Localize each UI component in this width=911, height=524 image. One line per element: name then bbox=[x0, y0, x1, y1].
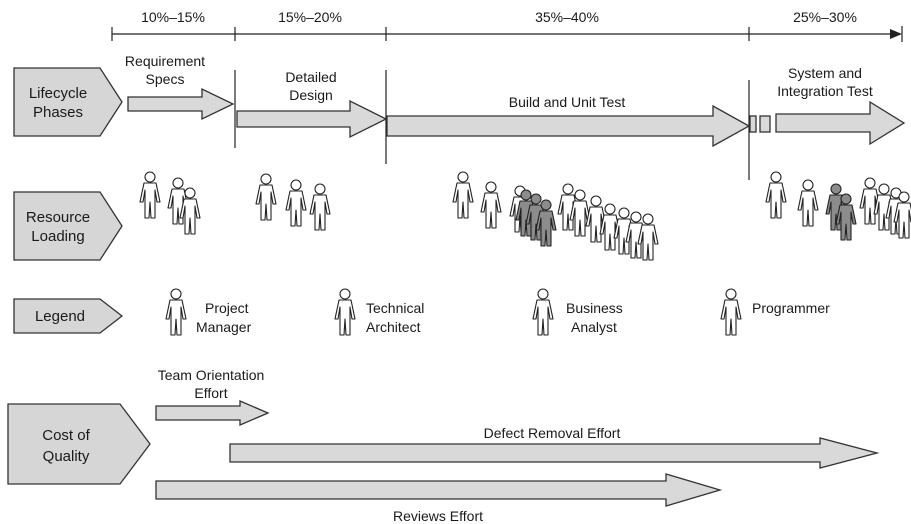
phase-boundaries bbox=[234, 70, 750, 180]
phase-label-line2: Design bbox=[289, 87, 333, 103]
legend-programmer: Programmer bbox=[720, 288, 830, 336]
legend-label-line2: Manager bbox=[196, 319, 252, 335]
programmer-icon bbox=[569, 189, 591, 237]
row-label-line1: Cost of bbox=[42, 427, 90, 444]
legend-project-manager: Project Manager bbox=[165, 288, 252, 336]
legend-label-line1: Programmer bbox=[752, 300, 830, 316]
effort-label-line2: Effort bbox=[194, 385, 227, 401]
timeline-pct-build: 35%–40% bbox=[535, 9, 599, 25]
effort-label: Reviews Effort bbox=[393, 508, 483, 524]
phase-arrow bbox=[127, 87, 235, 121]
phase-label-line2: Specs bbox=[146, 71, 185, 87]
person-icon bbox=[285, 179, 307, 227]
legend-label-line2: Analyst bbox=[571, 319, 617, 335]
phase-arrow-segment bbox=[759, 115, 771, 133]
phase-build-unit-test: Build and Unit Test bbox=[386, 94, 751, 148]
phase-arrow bbox=[386, 104, 751, 148]
timeline: 10%–15% 15%–20% 35%–40% 25%–30% bbox=[111, 9, 903, 42]
phase-label-line1: System and bbox=[788, 65, 862, 81]
person-icon bbox=[797, 179, 819, 227]
phase-arrow-segment bbox=[749, 115, 757, 133]
person-icon bbox=[765, 171, 787, 219]
phase-arrow bbox=[775, 100, 906, 146]
project-manager-figure bbox=[165, 288, 187, 336]
phase-system-integration-test: System and Integration Test bbox=[749, 65, 906, 146]
business-analyst-figure bbox=[532, 288, 554, 336]
row-legend: Legend bbox=[13, 298, 124, 334]
legend-business-analyst: Business Analyst bbox=[532, 288, 623, 336]
programmer-icon bbox=[599, 203, 621, 251]
row-label-line2: Loading bbox=[31, 228, 84, 245]
technical-architect-figure bbox=[334, 288, 356, 336]
timeline-pct-requirement: 10%–15% bbox=[141, 9, 205, 25]
timeline-pct-system: 25%–30% bbox=[793, 9, 857, 25]
project-manager-icon bbox=[165, 288, 187, 336]
legend-label-line2: Architect bbox=[366, 319, 421, 335]
person-icon bbox=[179, 187, 201, 235]
business-analyst-icon bbox=[532, 288, 554, 336]
row-cost-of-quality: Cost of Quality bbox=[7, 403, 151, 485]
row-label-line1: Legend bbox=[35, 308, 85, 325]
reviews-effort: Reviews Effort bbox=[155, 473, 723, 524]
effort-arrow bbox=[155, 400, 270, 426]
business-analyst-icon bbox=[835, 193, 857, 241]
timeline-pct-design: 15%–20% bbox=[278, 9, 342, 25]
row-label-shape bbox=[7, 403, 151, 485]
team-orientation-effort: Team Orientation Effort bbox=[155, 367, 270, 426]
row-label-shape bbox=[13, 191, 123, 261]
business-analyst-icon bbox=[535, 199, 557, 247]
phase-detailed-design: Detailed Design bbox=[236, 69, 388, 139]
programmer-icon bbox=[893, 191, 911, 239]
row-label-shape bbox=[13, 298, 124, 334]
phase-arrow bbox=[236, 99, 388, 139]
row-label-line1: Resource bbox=[26, 209, 90, 226]
person-icon bbox=[452, 171, 474, 219]
person-icon bbox=[255, 173, 277, 221]
person-icon bbox=[139, 171, 161, 219]
timeline-arrowhead bbox=[890, 29, 902, 39]
effort-label-line1: Team Orientation bbox=[158, 367, 265, 383]
technical-architect-icon bbox=[334, 288, 356, 336]
row-label-line2: Phases bbox=[33, 104, 83, 121]
defect-removal-effort: Defect Removal Effort bbox=[229, 425, 880, 469]
row-resource-loading: Resource Loading bbox=[13, 191, 123, 261]
legend-technical-architect: Technical Architect bbox=[334, 288, 424, 336]
row-lifecycle-phases: Lifecycle Phases bbox=[13, 67, 123, 137]
programmer-figure bbox=[720, 288, 742, 336]
row-label-shape bbox=[13, 67, 123, 137]
phase-label: Build and Unit Test bbox=[509, 94, 626, 110]
effort-arrow bbox=[229, 437, 880, 469]
person-icon bbox=[480, 181, 502, 229]
legend-label-line1: Technical bbox=[366, 300, 424, 316]
phase-label-line1: Requirement bbox=[125, 53, 205, 69]
person-icon bbox=[309, 183, 331, 231]
row-label-line1: Lifecycle bbox=[29, 85, 87, 102]
phase-label-line1: Detailed bbox=[285, 69, 336, 85]
legend-label-line1: Project bbox=[205, 300, 249, 316]
row-label-line2: Quality bbox=[43, 448, 90, 465]
resource-people bbox=[139, 171, 911, 261]
phase-label-line2: Integration Test bbox=[777, 83, 873, 99]
legend-label-line1: Business bbox=[566, 300, 623, 316]
effort-arrow bbox=[155, 473, 723, 507]
programmer-icon bbox=[637, 213, 659, 261]
phase-requirement-specs: Requirement Specs bbox=[125, 53, 235, 121]
effort-label: Defect Removal Effort bbox=[484, 425, 621, 441]
programmer-icon bbox=[720, 288, 742, 336]
